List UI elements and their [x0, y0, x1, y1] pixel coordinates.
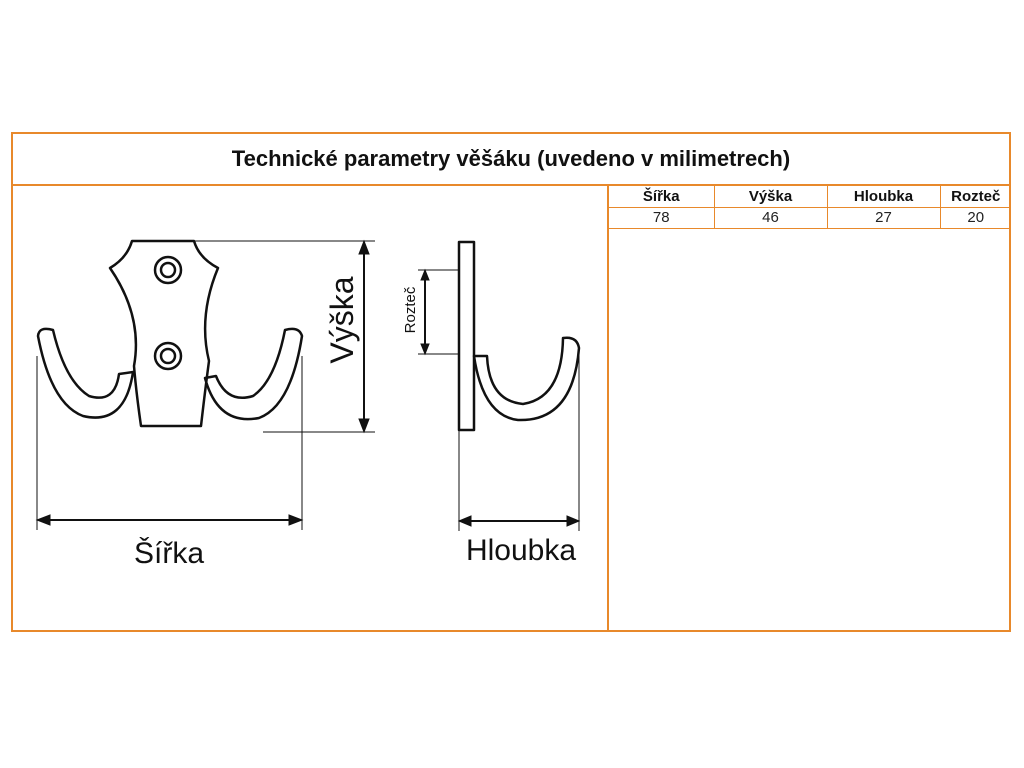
value-depth: 27	[826, 206, 941, 229]
depth-label: Hloubka	[466, 534, 576, 567]
header-width: Šířka	[609, 186, 715, 208]
table-row: 78 46 27 20	[609, 206, 1011, 229]
spec-frame: Technické parametry věšáku (uvedeno v mi…	[11, 132, 1011, 632]
pitch-label: Rozteč	[402, 286, 419, 333]
parameters-table: Šířka Výška Hloubka Rozteč 78 46 27 20	[609, 186, 1011, 229]
page-title: Technické parametry věšáku (uvedeno v mi…	[13, 134, 1009, 186]
width-label: Šířka	[134, 536, 204, 570]
height-dimension	[193, 239, 375, 434]
height-label: Výška	[324, 276, 360, 363]
column-divider	[607, 186, 609, 632]
width-dimension	[35, 356, 304, 530]
hook-front-view	[36, 239, 304, 428]
header-depth: Hloubka	[826, 186, 941, 208]
value-height: 46	[713, 206, 828, 229]
hook-side-view	[457, 240, 581, 432]
hook-diagram: Výška Šířka Rozteč	[35, 239, 581, 570]
header-pitch: Rozteč	[939, 186, 1011, 208]
table-header-row: Šířka Výška Hloubka Rozteč	[609, 186, 1011, 208]
depth-dimension	[457, 354, 581, 531]
header-height: Výška	[713, 186, 828, 208]
value-width: 78	[609, 206, 715, 229]
pitch-dimension	[418, 268, 459, 356]
value-pitch: 20	[939, 206, 1011, 229]
